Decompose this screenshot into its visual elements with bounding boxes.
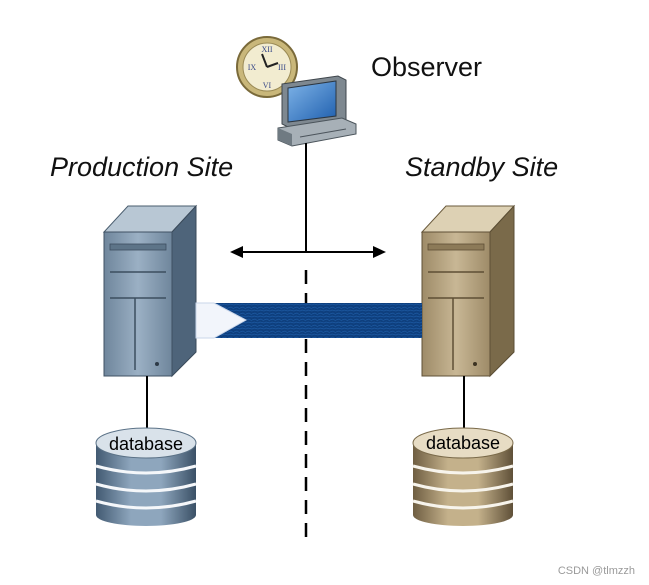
observer-label: Observer: [371, 52, 483, 82]
standby-site-label: Standby Site: [405, 152, 559, 182]
standby-database-label: database: [425, 433, 501, 453]
heartbeat-double-arrow: [230, 246, 386, 258]
standby-server-icon: [420, 204, 516, 378]
production-server-icon: [102, 204, 198, 378]
production-database-icon: [95, 427, 197, 526]
watermark: CSDN @tlmzzh: [557, 565, 635, 577]
production-site-label: Production Site: [50, 152, 234, 182]
clock-icon: XII IX III VI: [236, 36, 298, 98]
svg-text:XII: XII: [261, 45, 272, 54]
redo-transport-band: [195, 302, 422, 339]
svg-text:VI: VI: [263, 81, 272, 90]
svg-text:III: III: [278, 63, 286, 72]
standby-database-icon: [412, 427, 514, 526]
production-database-label: database: [108, 434, 184, 454]
computer-icon: [277, 75, 357, 147]
svg-text:IX: IX: [248, 63, 257, 72]
